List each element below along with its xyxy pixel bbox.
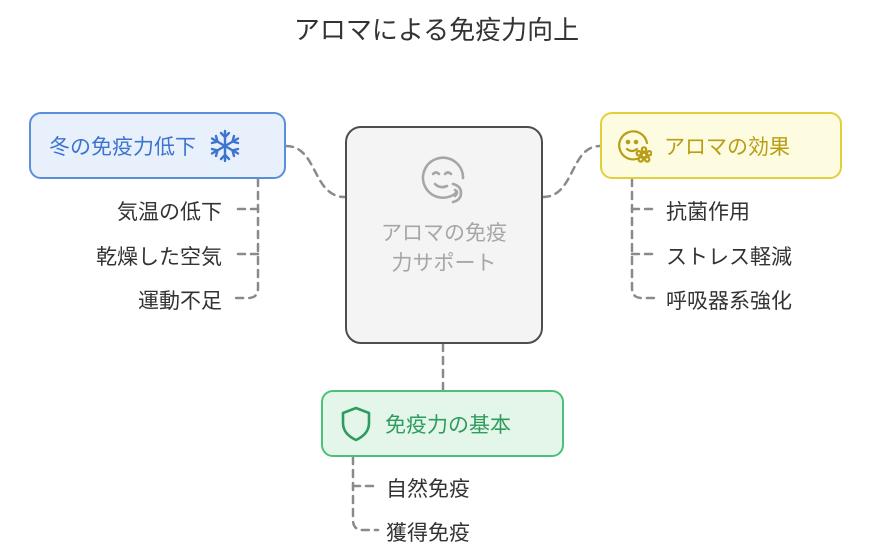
node-center-label: アロマの免疫力サポート xyxy=(381,221,507,275)
shield-icon xyxy=(339,405,373,443)
flower-face-icon xyxy=(616,128,652,164)
node-center-aroma-support: アロマの免疫力サポート xyxy=(345,126,543,344)
diagram-title: アロマによる免疫力向上 xyxy=(293,16,580,46)
node-winter-label: 冬の免疫力低下 xyxy=(49,134,196,159)
connector-winter-center xyxy=(284,144,347,199)
winter-item-1: 気温の低下 xyxy=(117,200,222,224)
aroma-item-3: 呼吸器系強化 xyxy=(666,289,792,313)
aroma-item-2: ストレス軽減 xyxy=(666,245,792,269)
connector-winter-items xyxy=(230,177,260,300)
smiling-face-icon xyxy=(417,154,471,208)
winter-item-2: 乾燥した空気 xyxy=(96,245,222,269)
node-winter-immunity-decline: 冬の免疫力低下 xyxy=(29,112,286,179)
node-aroma-effects: アロマの効果 xyxy=(600,112,842,179)
basis-item-1: 自然免疫 xyxy=(386,477,470,501)
node-basis-label: 免疫力の基本 xyxy=(385,412,511,437)
basis-item-2: 獲得免疫 xyxy=(386,521,470,545)
connector-basis-items xyxy=(351,455,380,532)
connector-center-aroma xyxy=(541,144,602,199)
snowflake-icon xyxy=(208,129,242,163)
node-aroma-label: アロマの効果 xyxy=(664,134,790,159)
connector-aroma-items xyxy=(630,177,658,300)
aroma-item-1: 抗菌作用 xyxy=(666,200,750,224)
node-immunity-basics: 免疫力の基本 xyxy=(321,390,564,457)
winter-item-3: 運動不足 xyxy=(138,289,222,313)
